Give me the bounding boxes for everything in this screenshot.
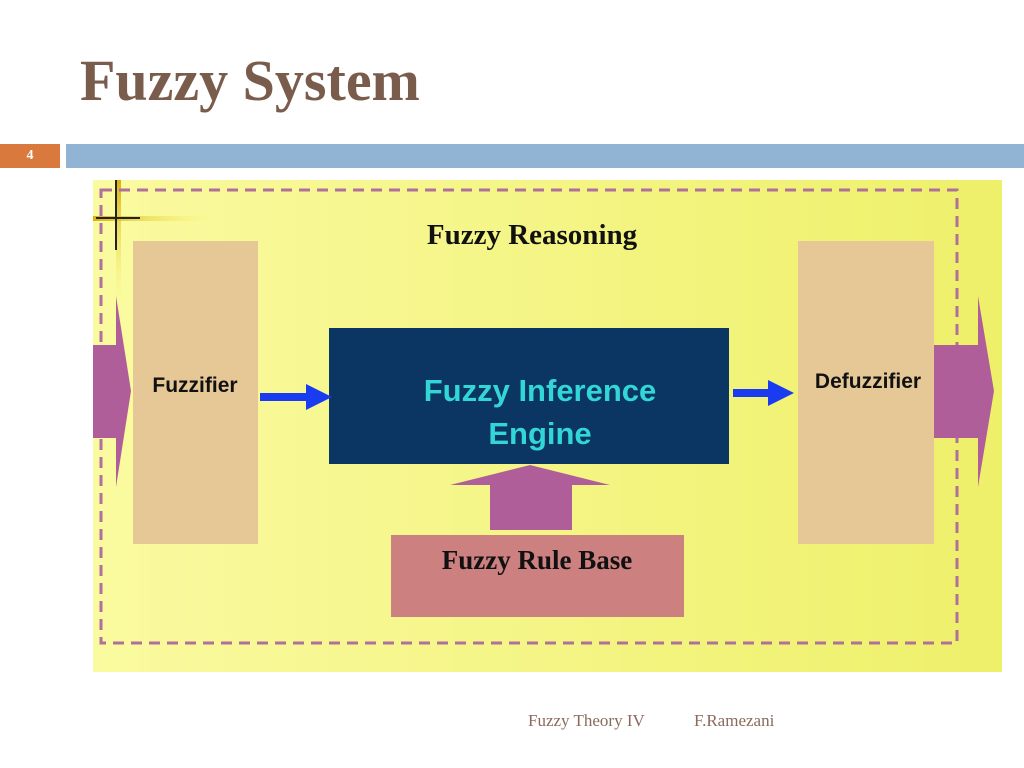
sparkle-accent xyxy=(93,180,223,310)
rule-base-to-engine-arrow xyxy=(450,465,610,530)
fuzzifier-to-engine-arrow xyxy=(260,384,332,410)
defuzzifier-block xyxy=(798,241,934,544)
defuzzifier-label: Defuzzifier xyxy=(815,370,921,393)
inference-engine-block xyxy=(329,328,729,464)
fuzzifier-block xyxy=(133,241,258,544)
footer-author-name: F.Ramezani xyxy=(694,711,775,730)
input-arrow xyxy=(93,296,131,487)
slide-title: Fuzzy System xyxy=(80,48,420,113)
rule-base-label: Fuzzy Rule Base xyxy=(442,545,632,575)
fuzzy-reasoning-label: Fuzzy Reasoning xyxy=(427,219,638,251)
footer-course-name: Fuzzy Theory IV xyxy=(528,711,645,730)
engine-to-defuzzifier-arrow xyxy=(733,380,794,406)
rule-base-block xyxy=(391,535,684,617)
title-rule-bar xyxy=(66,144,1024,168)
slide-number-badge: 4 xyxy=(0,144,60,168)
output-arrow xyxy=(934,296,994,487)
fuzzifier-label: Fuzzifier xyxy=(152,374,237,397)
inference-engine-label-line2: Engine xyxy=(488,416,591,451)
inference-engine-label-line1: Fuzzy Inference xyxy=(424,373,657,408)
